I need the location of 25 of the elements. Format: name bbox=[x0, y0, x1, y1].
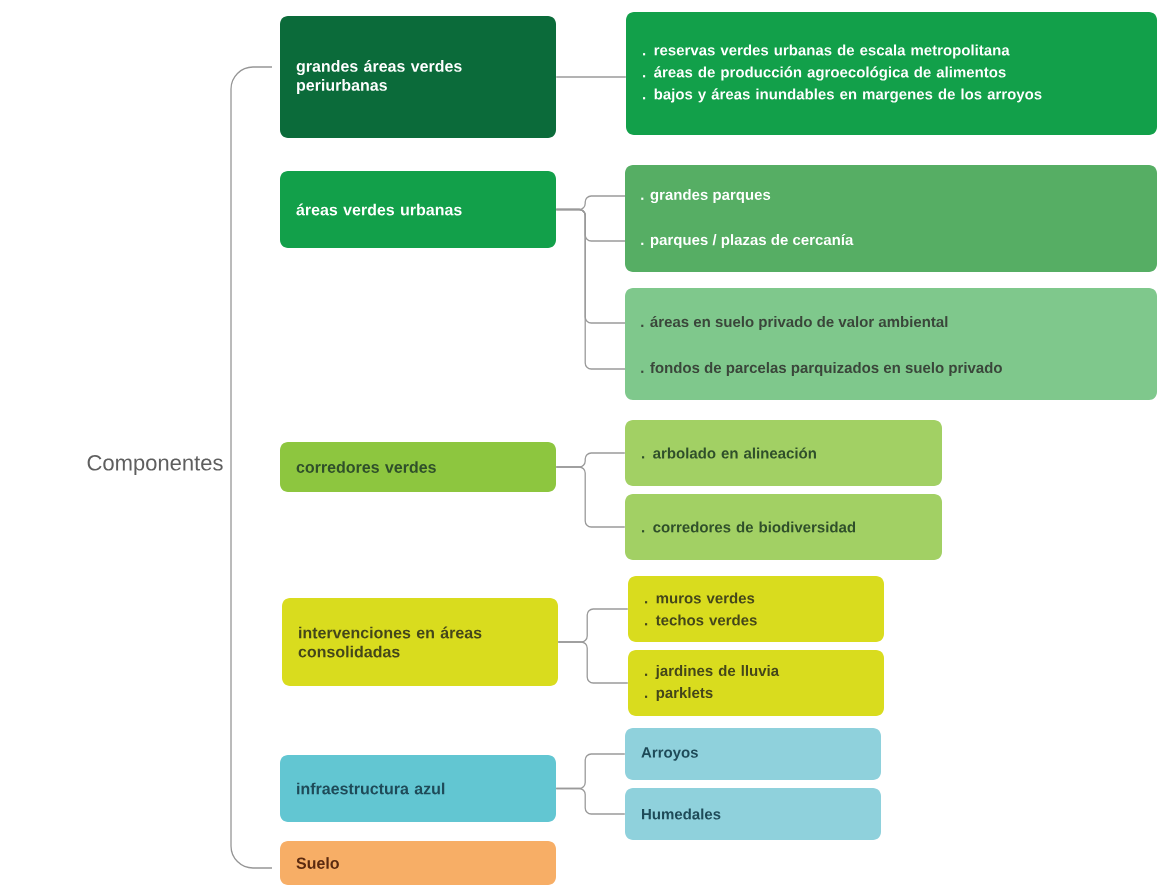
item-box: . jardines de lluvia . parklets bbox=[628, 650, 884, 716]
connector-line bbox=[557, 641, 629, 684]
item-text: . fondos de parcelas parquizados en suelo privado bbox=[641, 362, 1002, 376]
item-text: . grandes parques bbox=[641, 189, 771, 204]
category-box: infraestructura azul bbox=[280, 755, 556, 822]
item-box: . muros verdes . techos verdes bbox=[628, 576, 884, 642]
item-text: . áreas en suelo privado de valor ambiental bbox=[641, 315, 948, 331]
item-box bbox=[625, 288, 1157, 400]
category-box: Suelo bbox=[280, 841, 556, 885]
heading-label: Componentes bbox=[87, 455, 223, 475]
item-text: . parques / plazas de cercanía bbox=[641, 233, 854, 249]
connector-line bbox=[555, 76, 627, 78]
category-box: áreas verdes urbanas bbox=[280, 171, 556, 248]
item-box: . reservas verdes urbanas de escala metropolitana . áreas de producción agroecológica de alimentos . bajos y áreas inundables en margenes de los arroyos bbox=[626, 12, 1157, 135]
connector-line bbox=[555, 787, 626, 815]
connector-line bbox=[555, 208, 626, 370]
category-box: corredores verdes bbox=[280, 442, 556, 492]
item-box bbox=[625, 165, 1157, 272]
item-box: . corredores de biodiversidad bbox=[625, 494, 942, 560]
item-box: . arbolado en alineación bbox=[625, 420, 942, 486]
item-box: Humedales bbox=[625, 788, 881, 840]
item-box: Arroyos bbox=[625, 728, 881, 780]
category-box: intervenciones en áreas consolidadas bbox=[282, 598, 558, 686]
category-box: grandes áreas verdes periurbanas bbox=[280, 16, 556, 138]
connector-line bbox=[555, 466, 626, 528]
